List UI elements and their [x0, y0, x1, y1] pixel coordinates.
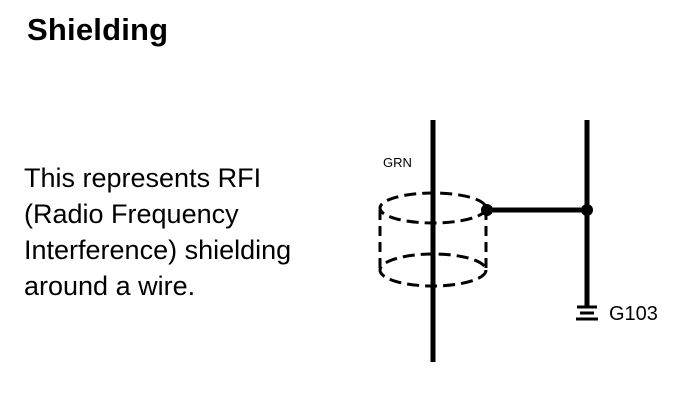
ground-id-label: G103: [609, 303, 658, 325]
description-line: Interference) shielding: [24, 235, 292, 265]
shield-bottom-ellipse: [378, 252, 488, 288]
page-title: Shielding: [27, 12, 169, 47]
description-line: (Radio Frequency: [24, 199, 239, 229]
description-text: This represents RFI (Radio Frequency Int…: [24, 160, 344, 304]
shield-splice-dot: [481, 204, 493, 216]
ground-icon: [576, 305, 598, 321]
description-line: around a wire.: [24, 271, 196, 301]
description-line: This represents RFI: [24, 163, 262, 193]
wire-color-label: GRN: [383, 155, 412, 170]
